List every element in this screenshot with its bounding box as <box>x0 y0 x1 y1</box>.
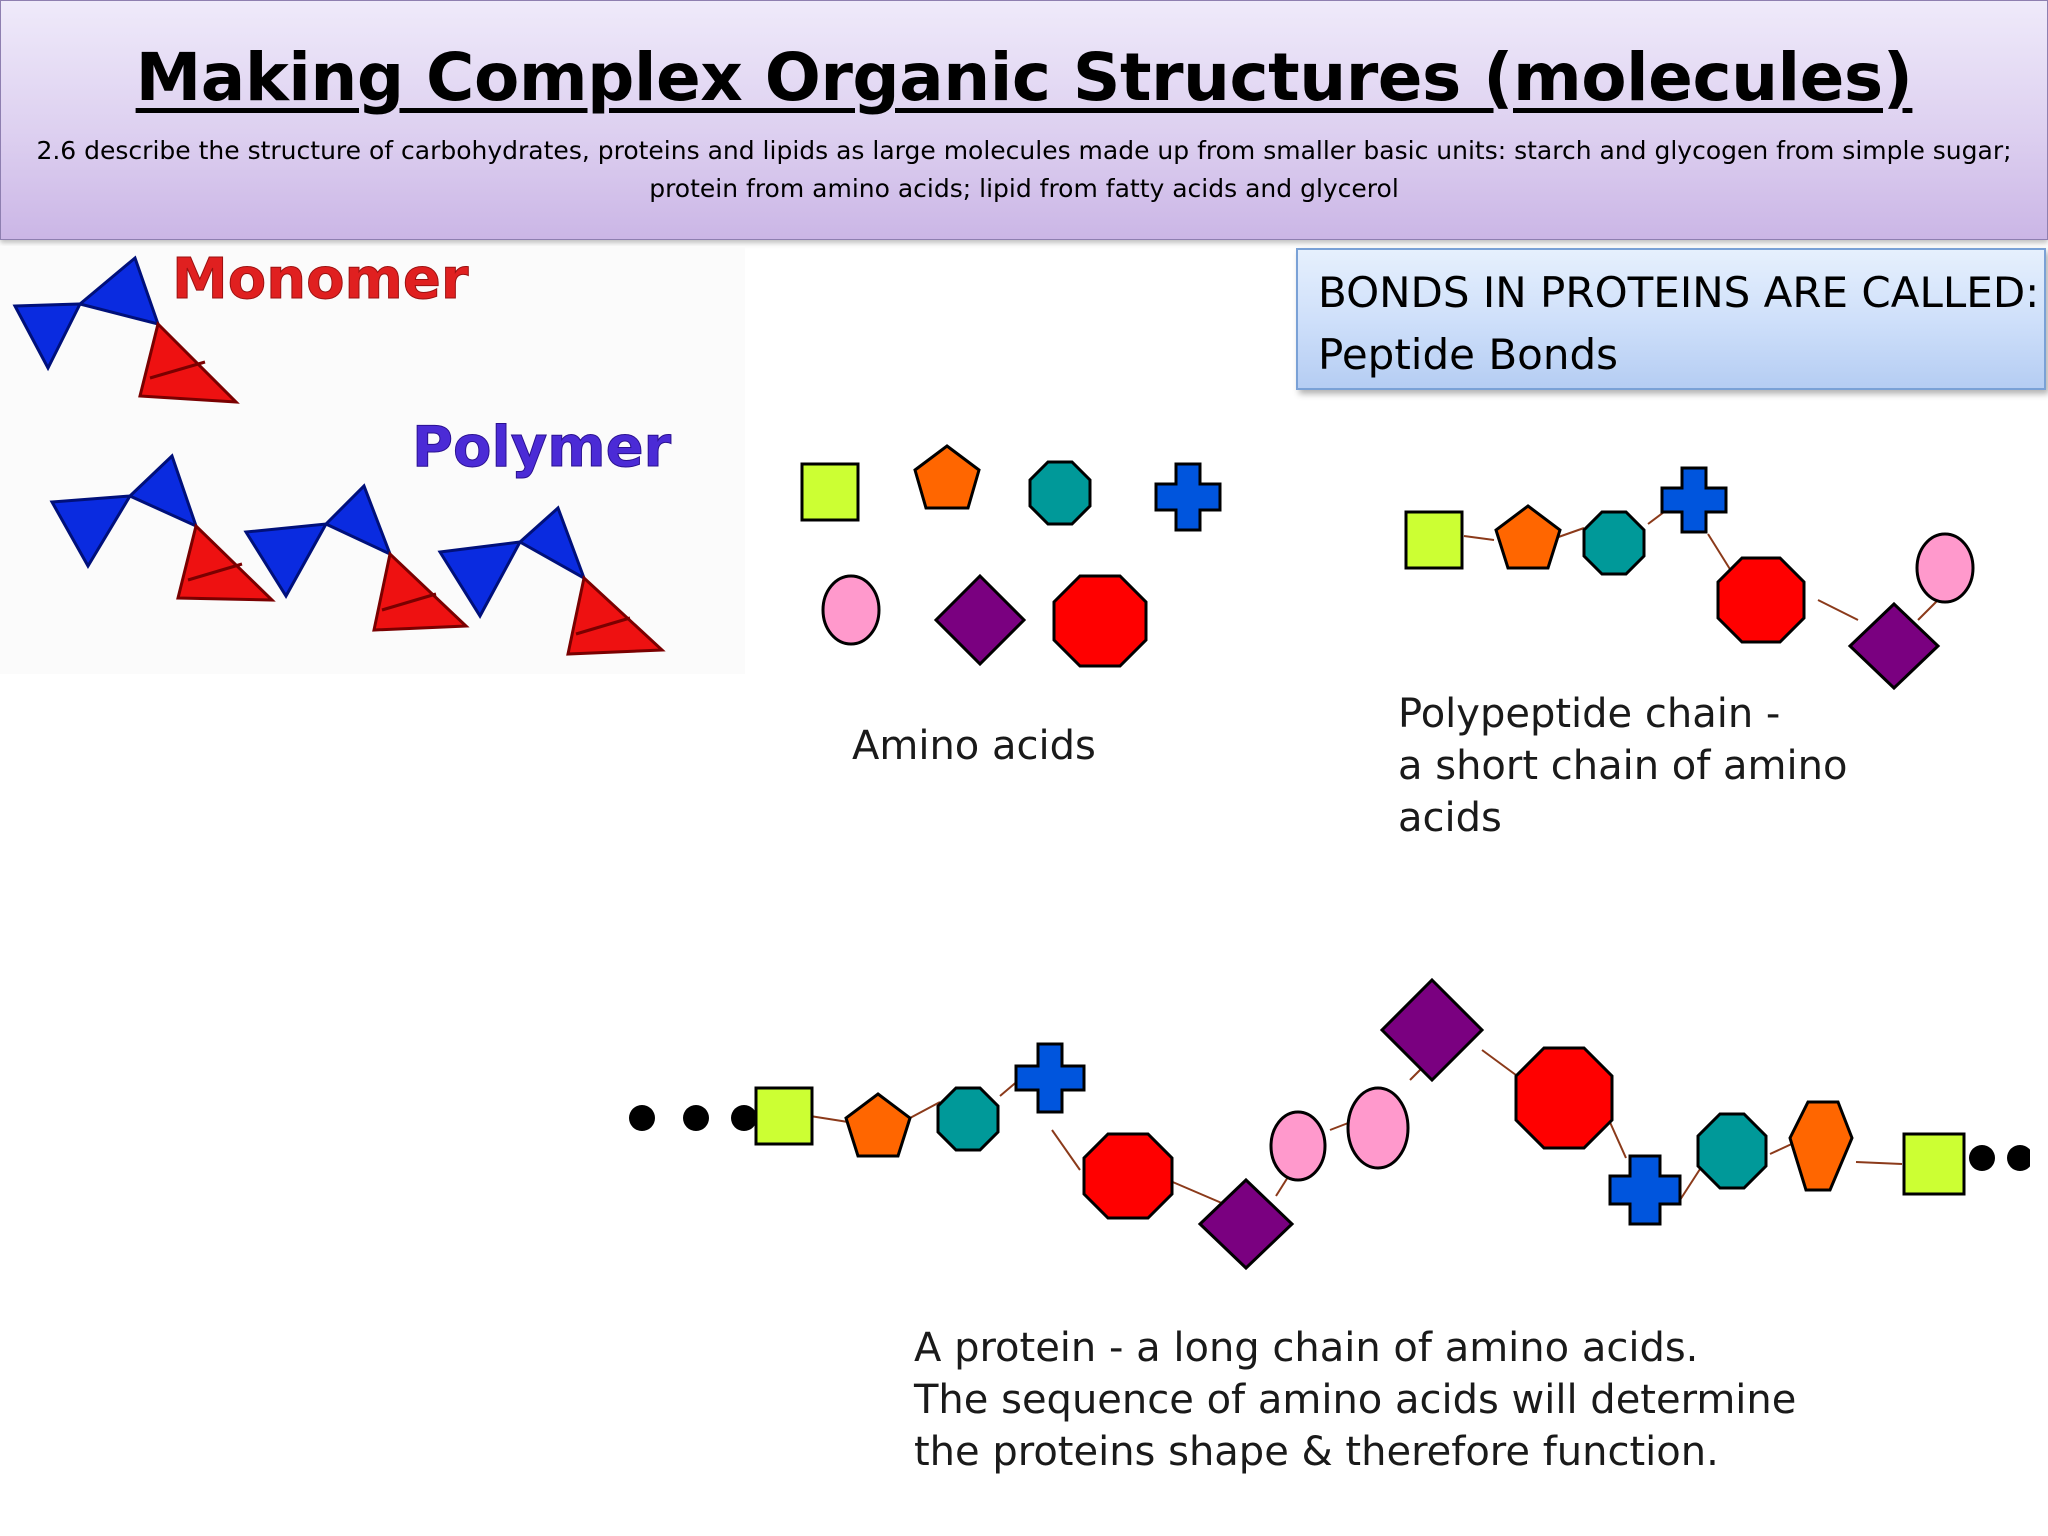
protein-caption-line-2: The sequence of amino acids will determi… <box>914 1377 1797 1423</box>
protein-circle-1 <box>1269 1110 1327 1182</box>
polypeptide-diamond <box>1847 601 1941 691</box>
protein-red-octagon-2 <box>1514 1046 1614 1150</box>
spec-description: 2.6 describe the structure of carbohydra… <box>31 132 2017 208</box>
polypeptide-caption: Polypeptide chain - a short chain of ami… <box>1398 688 1847 844</box>
polypeptide-square <box>1404 510 1464 570</box>
polypeptide-pentagon <box>1494 504 1562 570</box>
diamond-amino-acid <box>933 573 1027 667</box>
square-amino-acid <box>800 462 860 522</box>
page-title: Making Complex Organic Structures (molec… <box>135 39 1913 116</box>
spec-line-2: protein from amino acids; lipid from fat… <box>649 174 1399 203</box>
amino-acids-drawing <box>800 444 1222 668</box>
red-octagon-amino-acid <box>1052 574 1148 668</box>
protein-chain-figure <box>620 970 2030 1280</box>
amino-acids-caption: Amino acids <box>852 723 1096 769</box>
protein-red-octagon-1 <box>1082 1132 1174 1220</box>
protein-caption-line-3: the proteins shape & therefore function. <box>914 1429 1719 1475</box>
polypeptide-circle <box>1915 532 1975 604</box>
protein-octagon-1 <box>936 1086 1000 1152</box>
spec-line-1: 2.6 describe the structure of carbohydra… <box>36 136 2012 165</box>
protein-chain-drawing <box>629 977 2030 1271</box>
trailing-ellipsis-dots <box>1969 1145 2030 1171</box>
protein-diamond-1 <box>1197 1177 1295 1271</box>
monomer-label: Monomer <box>172 247 469 312</box>
polypeptide-caption-line-3: acids <box>1398 795 1502 841</box>
protein-cross-1 <box>1014 1042 1086 1114</box>
octagon-amino-acid <box>1028 460 1092 526</box>
protein-pentagon-2 <box>1788 1100 1854 1192</box>
polypeptide-octagon <box>1582 510 1646 576</box>
title-banner: Making Complex Organic Structures (molec… <box>0 0 2048 240</box>
protein-caption-line-1: A protein - a long chain of amino acids. <box>914 1325 1699 1371</box>
protein-square-1 <box>754 1086 814 1146</box>
protein-square-2 <box>1902 1132 1966 1196</box>
protein-diamond-2 <box>1379 977 1485 1083</box>
protein-cross-2 <box>1608 1154 1682 1226</box>
cross-amino-acid <box>1154 462 1222 532</box>
monomer-unit <box>12 255 240 404</box>
amino-acids-figure <box>780 430 1260 690</box>
bonds-answer: Peptide Bonds <box>1318 330 1618 379</box>
leading-ellipsis-dots <box>629 1105 757 1131</box>
polypeptide-cross <box>1660 466 1728 534</box>
bonds-question: BONDS IN PROTEINS ARE CALLED: <box>1318 268 2040 317</box>
polymer-unit-2 <box>243 483 470 632</box>
protein-octagon-2 <box>1696 1112 1768 1190</box>
polymer-unit-3 <box>437 505 666 656</box>
polypeptide-red-octagon <box>1716 556 1806 644</box>
polymer-label: Polymer <box>412 415 672 480</box>
polypeptide-figure <box>1390 450 1990 710</box>
monomer-polymer-drawing: Monomer Polymer <box>12 247 672 656</box>
pentagon-amino-acid <box>913 444 981 510</box>
peptide-bonds-box: BONDS IN PROTEINS ARE CALLED: Peptide Bo… <box>1296 248 2046 390</box>
protein-caption: A protein - a long chain of amino acids.… <box>914 1322 1796 1478</box>
polypeptide-caption-line-2: a short chain of amino <box>1398 743 1848 789</box>
polypeptide-drawing <box>1404 466 1975 691</box>
polymer-unit-1 <box>49 453 276 602</box>
monomer-polymer-figure: Monomer Polymer <box>0 246 745 674</box>
circle-amino-acid <box>821 574 881 646</box>
polymer-chain <box>49 453 666 656</box>
protein-pentagon-1 <box>844 1092 912 1158</box>
polypeptide-caption-line-1: Polypeptide chain - <box>1398 691 1781 737</box>
protein-circle-2 <box>1346 1086 1410 1170</box>
